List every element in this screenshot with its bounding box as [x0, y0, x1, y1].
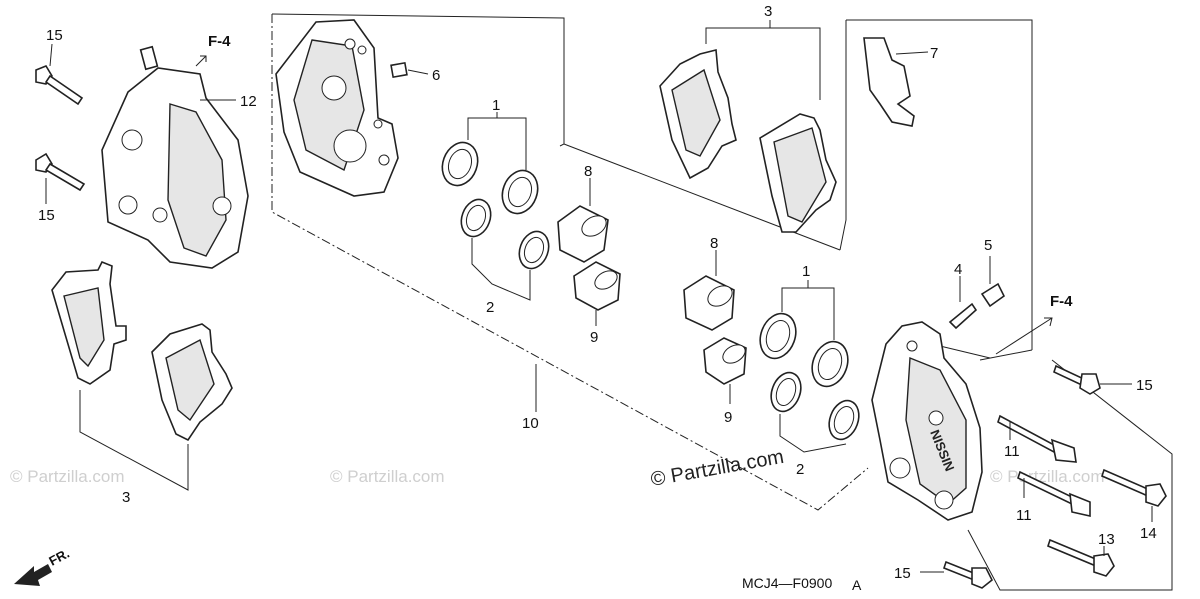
dust-seal-2-lower-a	[770, 371, 802, 413]
ref-f4-top: F-4	[208, 33, 231, 50]
piston-8-upper	[557, 205, 609, 263]
pad-pin-11-upper	[997, 414, 1077, 463]
dust-seal-2-upper-a	[460, 198, 492, 238]
bolt-15-lower-left	[35, 152, 86, 192]
callout-11-upper: 11	[1004, 443, 1020, 460]
callout-14: 14	[1140, 525, 1157, 542]
caliper-half-inner	[275, 19, 399, 197]
piston-seal-1-upper-a	[441, 141, 479, 187]
piston-seal-1-lower-a	[759, 312, 797, 360]
callout-3-left: 3	[122, 489, 130, 506]
piston-8-lower	[683, 275, 735, 331]
callout-8-lower: 8	[710, 235, 718, 252]
callout-2-lower: 2	[796, 461, 804, 478]
callout-8-upper: 8	[584, 163, 592, 180]
callout-15-lower-left: 15	[38, 207, 55, 224]
callout-11-lower: 11	[1016, 507, 1032, 524]
caliper-right: NISSIN	[871, 321, 983, 521]
bolt-15-upper-left	[35, 65, 84, 106]
callout-15-right-lower: 15	[894, 565, 911, 582]
callout-15-upper-left: 15	[46, 27, 63, 44]
watermark-faint: © Partzilla.com	[330, 467, 445, 486]
piston-9-upper	[573, 261, 621, 311]
ref-arrow-right	[995, 317, 1053, 355]
callout-7: 7	[930, 45, 938, 62]
caliper-left	[101, 45, 249, 269]
pad-pin-11-lower	[1017, 470, 1091, 517]
watermark-center: © Partzilla.com	[649, 446, 786, 491]
bolt-15-right-lower	[943, 560, 994, 589]
bleeder-cap-5	[980, 282, 1006, 308]
callout-2-upper: 2	[486, 299, 494, 316]
front-direction-label: FR.	[46, 546, 72, 569]
callout-10: 10	[522, 415, 539, 432]
watermark-faint: © Partzilla.com	[990, 467, 1105, 486]
callout-3-upper: 3	[764, 3, 772, 20]
piston-seal-1-lower-b	[811, 340, 849, 388]
pad-spring-7	[863, 37, 915, 127]
brake-pad-left-b	[151, 323, 233, 442]
callout-1-upper: 1	[492, 97, 500, 114]
ref-f4-right: F-4	[1050, 293, 1073, 310]
brake-pad-upper-b	[759, 113, 837, 233]
callout-4: 4	[954, 261, 962, 278]
frame-10	[271, 14, 869, 511]
brake-pad-upper-a	[659, 48, 737, 180]
diagram-code-suffix: A	[852, 577, 862, 593]
dust-seal-2-upper-b	[518, 230, 550, 270]
brake-pad-left-a	[51, 260, 127, 385]
front-direction-arrow: FR.	[14, 546, 72, 586]
dust-seal-2-lower-b	[828, 399, 860, 441]
callout-15-right-upper: 15	[1136, 377, 1153, 394]
bolt-15-right-upper	[1053, 364, 1101, 395]
piston-seal-1-upper-b	[501, 169, 539, 215]
bolt-13	[1047, 538, 1115, 577]
bleeder-cap-6	[390, 61, 408, 79]
diagram-code: MCJ4—F0900	[742, 575, 832, 591]
watermark-faint: © Partzilla.com	[10, 467, 125, 486]
callout-1-lower: 1	[802, 263, 810, 280]
callout-12: 12	[240, 93, 257, 110]
callout-9-upper: 9	[590, 329, 598, 346]
callout-9-lower: 9	[724, 409, 732, 426]
bolt-14	[1101, 468, 1167, 507]
callout-13: 13	[1098, 531, 1115, 548]
ref-arrow-top	[195, 55, 207, 67]
piston-9-lower	[703, 337, 747, 385]
callout-6: 6	[432, 67, 440, 84]
bleeder-valve-4	[948, 302, 978, 330]
bracket-3-left	[79, 390, 189, 491]
callout-5: 5	[984, 237, 992, 254]
